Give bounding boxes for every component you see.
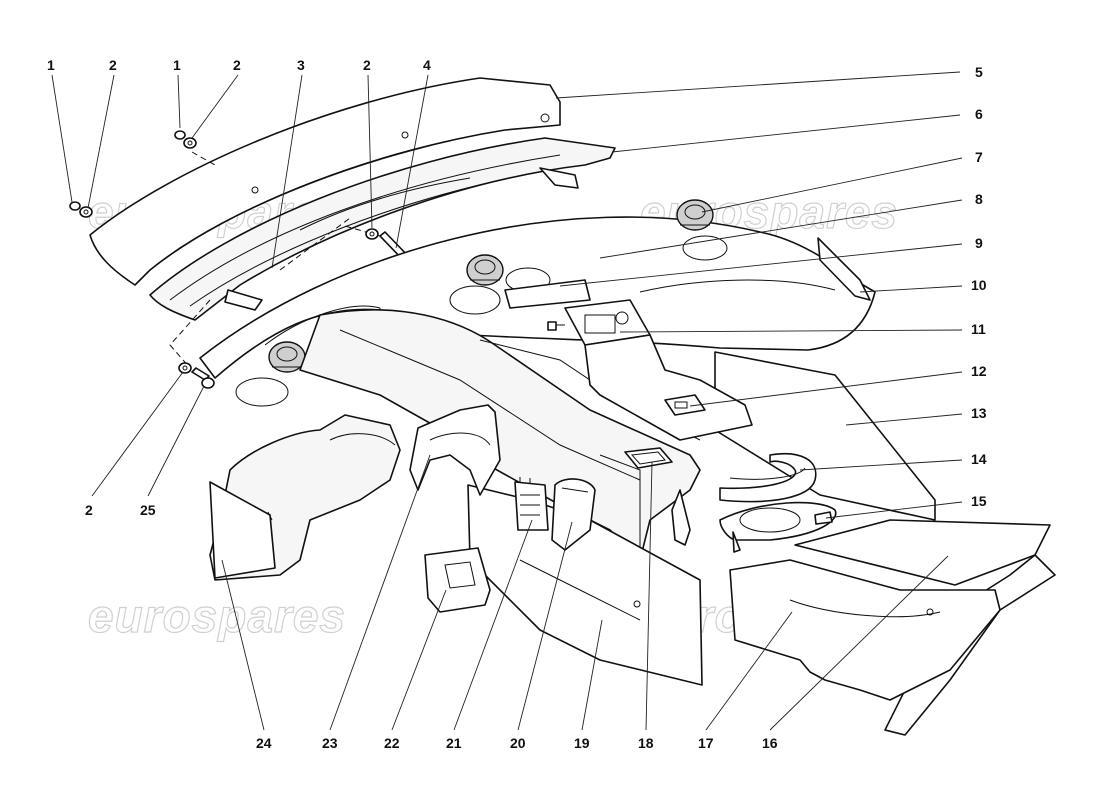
part-console-switch: [664, 394, 706, 416]
washer-2b: [183, 137, 197, 149]
callout-7: 7: [975, 149, 983, 165]
callout-11: 11: [971, 321, 986, 337]
callout-6: 6: [975, 106, 983, 122]
callout-21: 21: [446, 735, 462, 751]
callout-18: 18: [638, 735, 654, 751]
callout-2: 2: [363, 57, 371, 73]
callout-14: 14: [971, 451, 987, 467]
callout-1: 1: [47, 57, 55, 73]
callout-15: 15: [971, 493, 987, 509]
callout-13: 13: [971, 405, 987, 421]
vent-knob-left: [268, 341, 306, 373]
part-top-support-rail: [149, 137, 616, 321]
vent-knob-right: [676, 199, 714, 231]
callout-3: 3: [297, 57, 305, 73]
nut-1b: [174, 130, 186, 140]
callout-5: 5: [975, 64, 983, 80]
callout-20: 20: [510, 735, 526, 751]
part-connector-block: [514, 477, 549, 531]
callout-9: 9: [975, 235, 983, 251]
part-switch-cover: [624, 447, 673, 469]
callout-2: 2: [85, 502, 93, 518]
nut-1a: [69, 201, 81, 211]
part-small-housing: [424, 547, 491, 613]
callout-19: 19: [574, 735, 590, 751]
washer-2d: [178, 362, 192, 374]
bolt-25: [191, 367, 215, 389]
callout-2: 2: [109, 57, 117, 73]
vent-knobs: [268, 199, 714, 373]
callout-24: 24: [256, 735, 272, 751]
part-gear-gaiter-plate: [719, 501, 837, 553]
fasteners: [69, 130, 415, 389]
callout-22: 22: [384, 735, 400, 751]
alignment-lines: [169, 151, 381, 369]
part-dash-top-cover: [89, 77, 561, 286]
part-left-trim-bracket: [409, 404, 501, 496]
callout-10: 10: [971, 277, 987, 293]
callout-17: 17: [698, 735, 714, 751]
part-duct-piece: [551, 478, 596, 551]
callout-4: 4: [423, 57, 431, 73]
callout-2: 2: [233, 57, 241, 73]
callout-8: 8: [975, 191, 983, 207]
watermark-text-3: eurospares: [88, 590, 346, 642]
part-left-lower-dash: [209, 414, 401, 581]
callout-16: 16: [762, 735, 778, 751]
callout-12: 12: [971, 363, 987, 379]
callout-25: 25: [140, 502, 156, 518]
part-console-frame: [547, 299, 753, 441]
washer-2a: [79, 206, 93, 218]
callout-labels: 1 2 1 2 3 2 4 5 6 7 8 9 10 11 12 13 14 1…: [47, 57, 987, 751]
callout-23: 23: [322, 735, 338, 751]
part-right-kick-panel: [729, 559, 1001, 701]
callout-1: 1: [173, 57, 181, 73]
leader-lines: [51, 71, 963, 731]
vent-knob-center: [466, 254, 504, 286]
washer-2c: [365, 228, 379, 240]
